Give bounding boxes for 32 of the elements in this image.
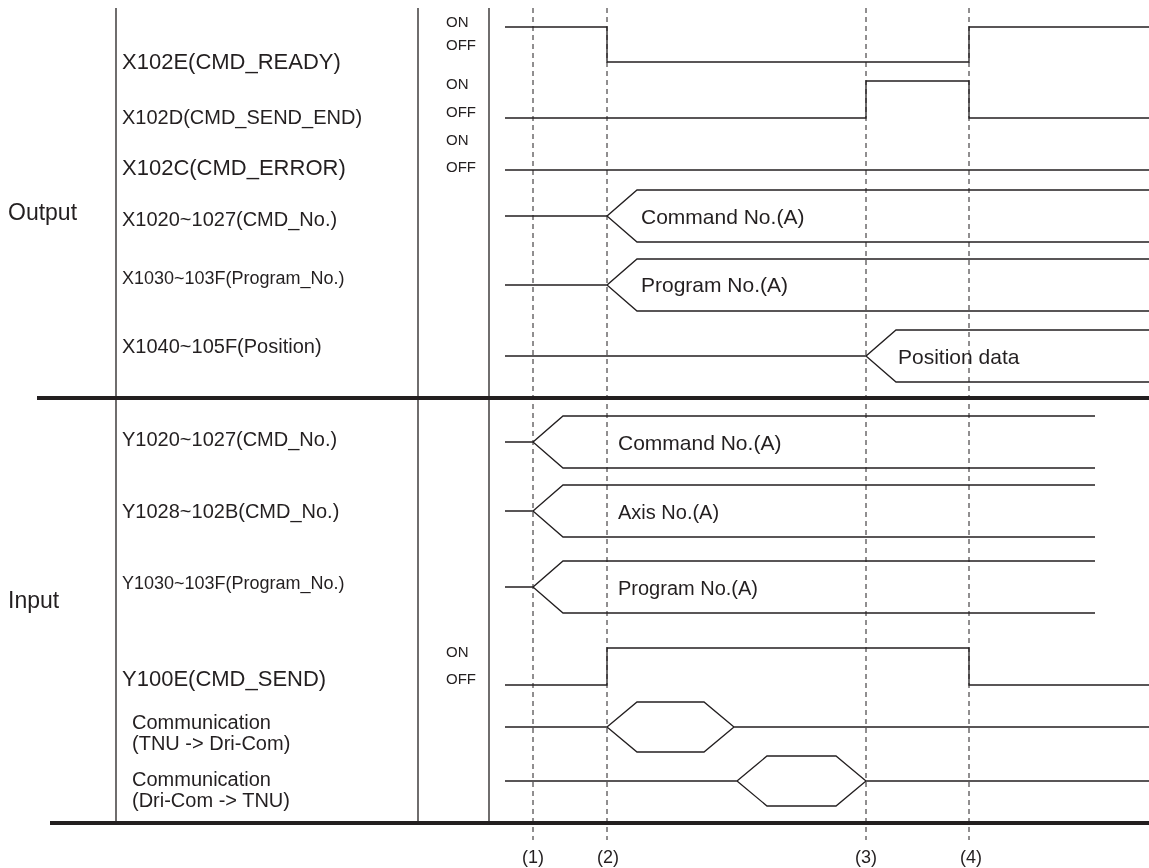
data-label: Program No.(A) bbox=[618, 577, 759, 599]
state-label: ON bbox=[446, 14, 469, 30]
time-marker-label: (1) bbox=[522, 847, 544, 867]
signal-name: X102E(CMD_READY) bbox=[122, 50, 341, 74]
signal-name: Communication (TNU -> Dri-Com) bbox=[132, 712, 292, 754]
signal-name: Y100E(CMD_SEND) bbox=[122, 667, 327, 691]
state-label: OFF bbox=[446, 671, 476, 687]
state-label: OFF bbox=[446, 37, 476, 53]
state-label: ON bbox=[446, 76, 469, 92]
signal-name: X102C(CMD_ERROR) bbox=[122, 156, 346, 180]
data-label: Program No.(A) bbox=[641, 274, 789, 296]
state-label: OFF bbox=[446, 159, 476, 175]
state-label: ON bbox=[446, 132, 469, 148]
section-label: Input bbox=[8, 587, 60, 613]
signal-name: Communication (Dri-Com -> TNU) bbox=[132, 769, 291, 811]
time-marker-label: (2) bbox=[597, 847, 619, 867]
signal-name: X102D(CMD_SEND_END) bbox=[122, 106, 363, 128]
time-marker-label: (3) bbox=[855, 847, 877, 867]
data-label: Command No.(A) bbox=[618, 432, 782, 454]
signal-name: X1020~1027(CMD_No.) bbox=[122, 208, 338, 230]
state-label: OFF bbox=[446, 104, 476, 120]
state-label: ON bbox=[446, 644, 469, 660]
data-label: Position data bbox=[898, 346, 1020, 368]
data-label: Command No.(A) bbox=[641, 206, 805, 228]
data-label: Axis No.(A) bbox=[618, 501, 720, 523]
signal-name: Y1030~103F(Program_No.) bbox=[122, 573, 345, 593]
section-label: Output bbox=[8, 199, 78, 225]
signal-name: Y1020~1027(CMD_No.) bbox=[122, 428, 338, 450]
time-marker-label: (4) bbox=[960, 847, 982, 867]
signal-name: X1030~103F(Program_No.) bbox=[122, 268, 345, 288]
signal-name: X1040~105F(Position) bbox=[122, 335, 322, 357]
signal-name: Y1028~102B(CMD_No.) bbox=[122, 500, 340, 522]
